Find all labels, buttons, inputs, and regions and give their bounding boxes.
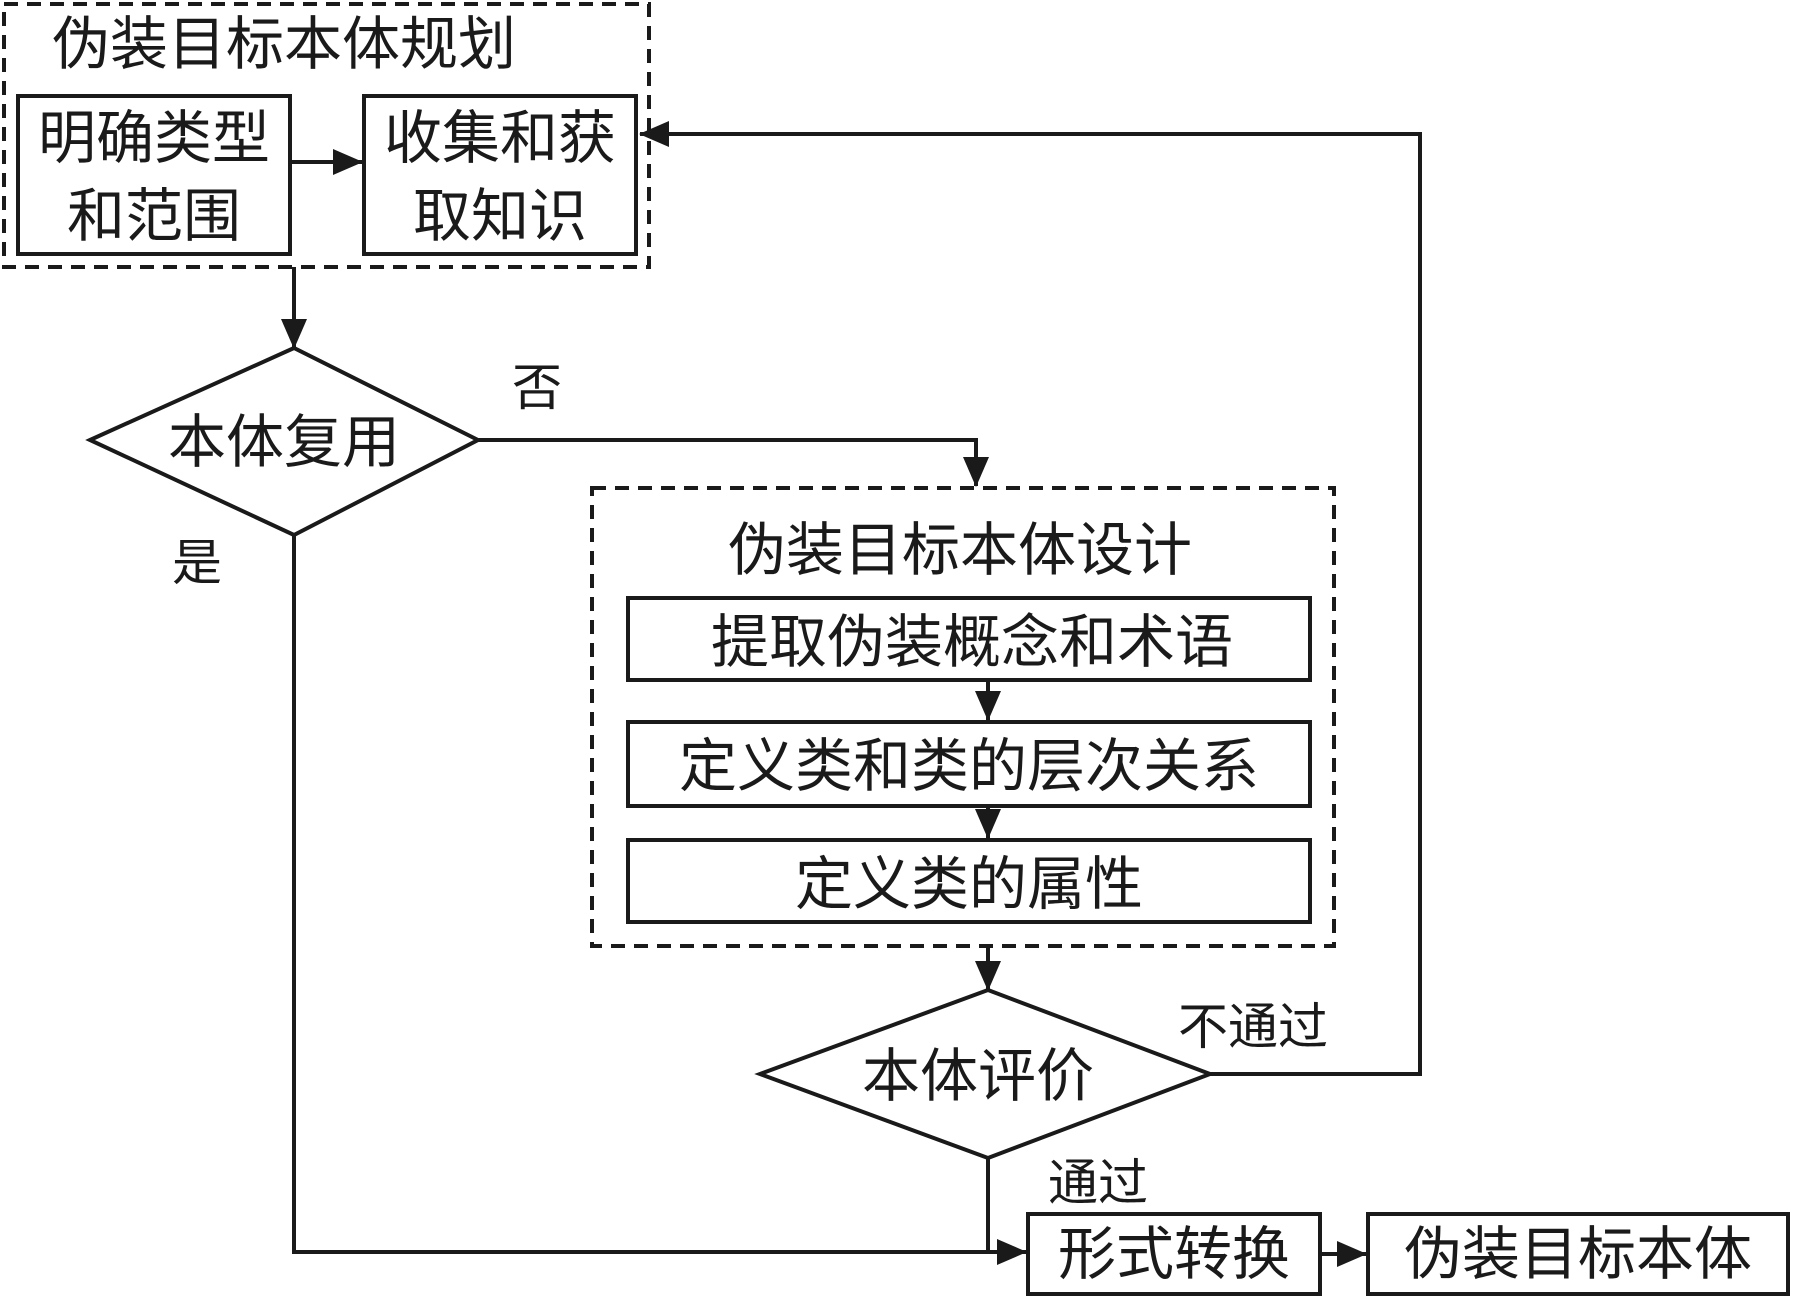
collect-knowledge-line1: 收集和获 — [384, 104, 616, 172]
define-hierarchy-label: 定义类和类的层次关系 — [679, 732, 1259, 800]
extract-concepts-box: 提取伪装概念和术语 — [626, 596, 1312, 682]
define-scope-box: 明确类型 和范围 — [16, 94, 292, 256]
reuse-label: 本体复用 — [168, 408, 400, 476]
arrow-reuse-no-to-design — [478, 438, 989, 487]
arrow-evaluation-fail-to-collect — [639, 121, 1422, 1076]
conversion-label: 形式转换 — [1058, 1220, 1290, 1288]
design-group: 伪装目标本体设计 提取伪装概念和术语 定义类和类的层次关系 定义类的属性 — [590, 486, 1336, 948]
conversion-box: 形式转换 — [1026, 1212, 1322, 1296]
design-title: 伪装目标本体设计 — [728, 516, 1192, 584]
define-scope-line1: 明确类型 — [38, 104, 270, 172]
arrow-reuse-yes-to-conversion — [292, 535, 1027, 1265]
reuse-no-label: 否 — [512, 359, 562, 417]
define-attributes-label: 定义类的属性 — [795, 850, 1143, 918]
define-hierarchy-box: 定义类和类的层次关系 — [626, 720, 1312, 808]
evaluation-pass-label: 通过 — [1048, 1154, 1148, 1212]
extract-concepts-label: 提取伪装概念和术语 — [711, 608, 1233, 676]
planning-title: 伪装目标本体规划 — [52, 10, 516, 78]
define-scope-line2: 和范围 — [67, 182, 241, 250]
planning-group: 伪装目标本体规划 明确类型 和范围 收集和获 取知识 — [2, 2, 651, 269]
define-attributes-box: 定义类的属性 — [626, 838, 1312, 924]
evaluation-decision: 本体评价 — [754, 987, 1216, 1161]
collect-knowledge-box: 收集和获 取知识 — [362, 94, 638, 256]
design-group-border — [590, 486, 1336, 948]
reuse-yes-label: 是 — [172, 534, 222, 592]
evaluation-fail-label: 不通过 — [1178, 998, 1328, 1056]
result-label: 伪装目标本体 — [1404, 1220, 1752, 1288]
evaluation-label: 本体评价 — [862, 1042, 1094, 1110]
planning-group-border — [2, 2, 651, 269]
reuse-decision: 本体复用 — [85, 345, 483, 538]
collect-knowledge-line2: 取知识 — [413, 182, 587, 250]
result-box: 伪装目标本体 — [1366, 1212, 1790, 1296]
